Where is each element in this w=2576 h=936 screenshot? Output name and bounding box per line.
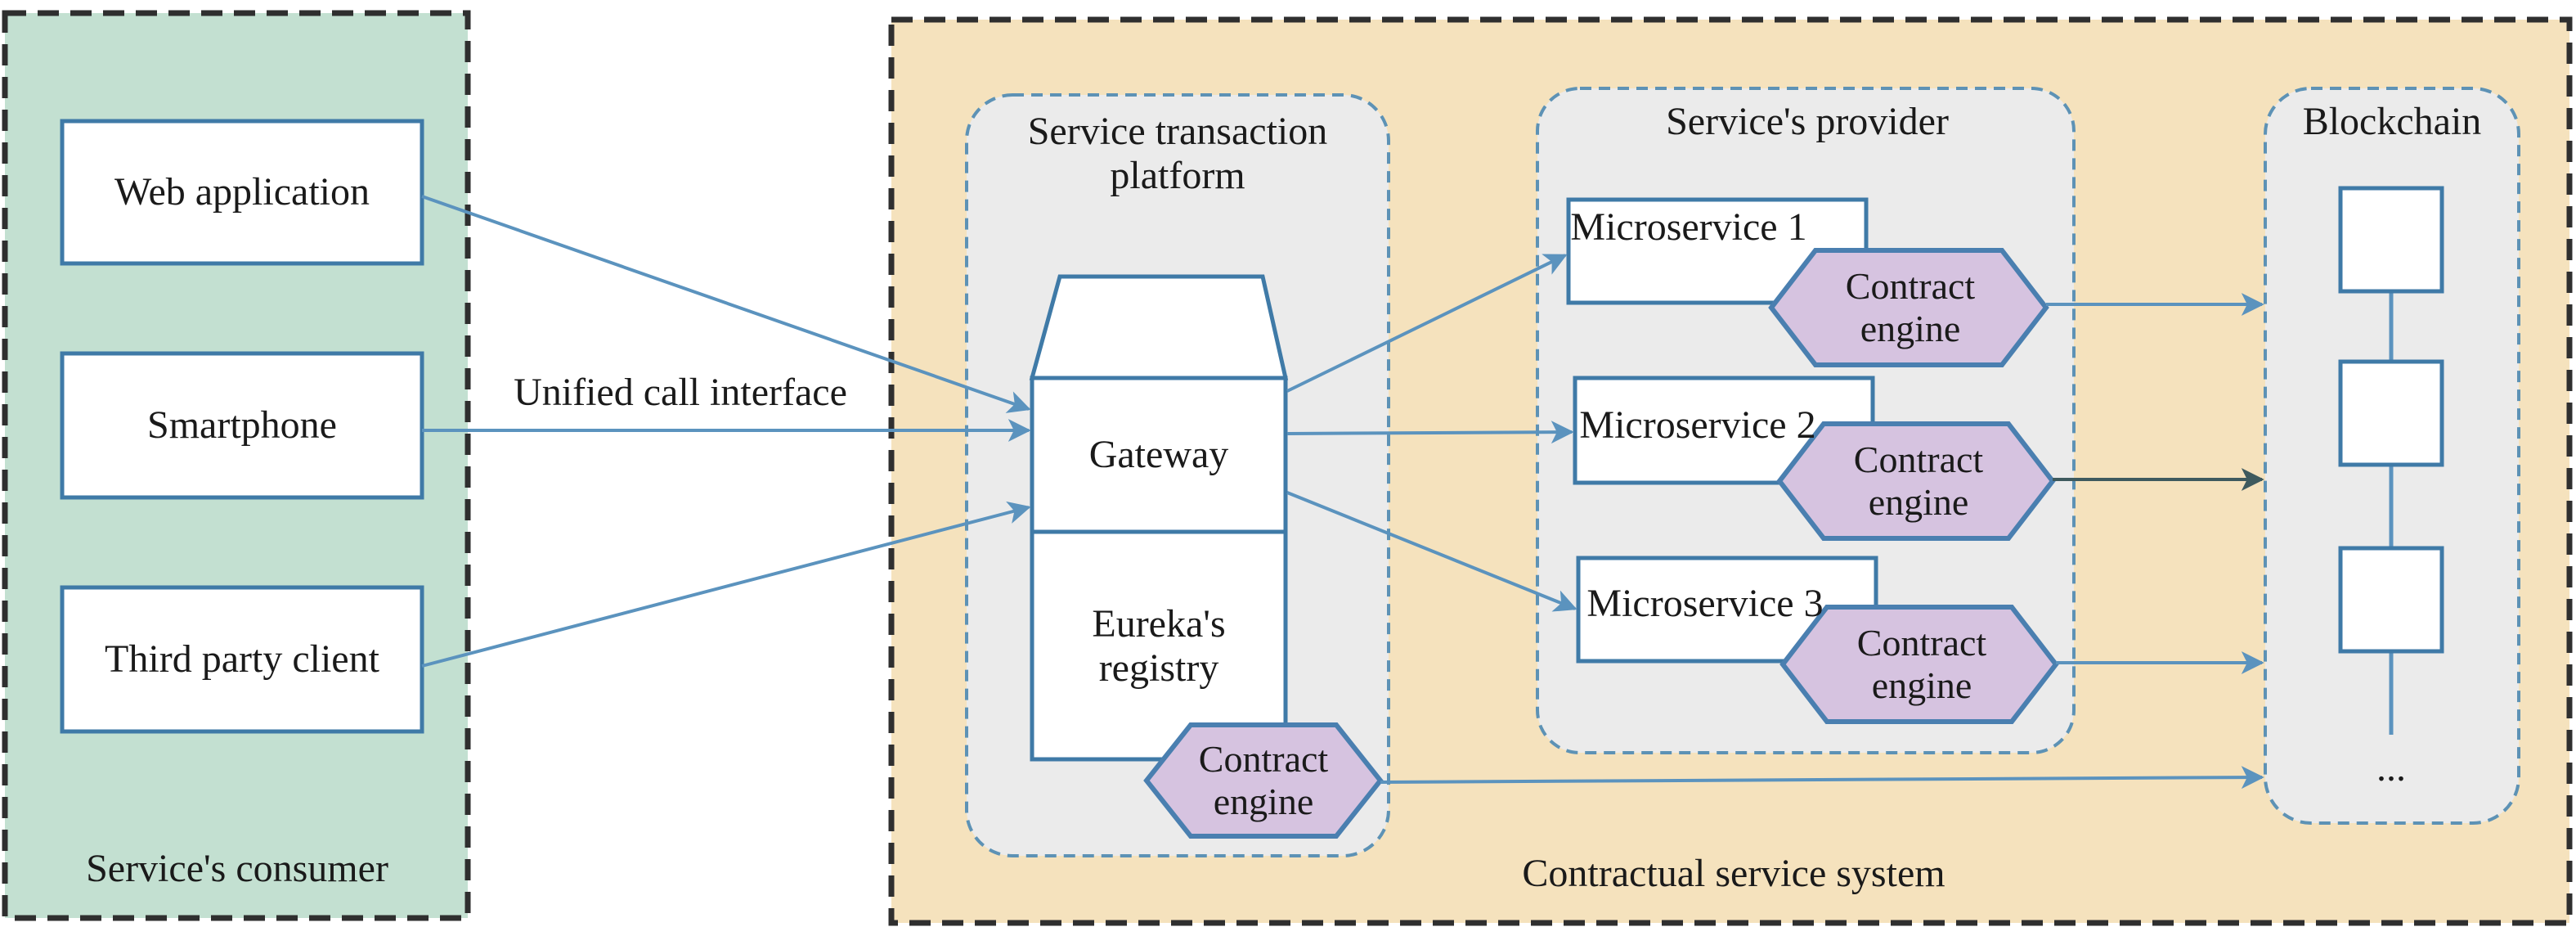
microservice-label-2: Microservice 2 — [1579, 403, 1816, 448]
blockchain-ellipsis: ... — [2376, 746, 2406, 790]
contract-engine-hex-1[interactable] — [1768, 248, 2049, 367]
contract-engine-label-1: Contract engine — [1845, 265, 1976, 349]
contract-engine-label-platform: Contract engine — [1198, 738, 1329, 822]
registry-box[interactable] — [1030, 529, 1288, 762]
unified-call-interface-label: Unified call interface — [514, 371, 847, 415]
microservice-label-1: Microservice 1 — [1570, 205, 1807, 250]
client-label-third-party: Third party client — [105, 637, 379, 682]
platform-panel-title: Service transaction platform — [1027, 110, 1328, 197]
gateway-label: Gateway — [1088, 433, 1229, 477]
client-label-smartphone: Smartphone — [147, 403, 337, 448]
block-2 — [2338, 359, 2444, 467]
contract-engine-hex-2[interactable] — [1776, 421, 2056, 541]
provider-panel-title: Service's provider — [1666, 100, 1949, 144]
arrow-third-party-to-gateway — [421, 501, 1031, 668]
blockchain-panel-title: Blockchain — [2302, 100, 2482, 144]
client-box-smartphone[interactable] — [60, 351, 424, 500]
microservice-label-3: Microservice 3 — [1586, 582, 1824, 626]
registry-label: Eureka's registry — [1092, 602, 1226, 690]
contract-engine-hex-platform[interactable] — [1143, 722, 1384, 839]
contract-engine-hex-3[interactable] — [1779, 605, 2059, 724]
consumer-region-title: Service's consumer — [86, 847, 388, 891]
gateway-box[interactable] — [1030, 376, 1288, 534]
client-box-third-party[interactable] — [60, 585, 424, 734]
gateway-roof — [1029, 274, 1289, 380]
contract-engine-label-2: Contract engine — [1853, 439, 1984, 523]
arrow-gateway-to-microservice-2 — [1286, 421, 1574, 444]
arrow-web-to-gateway — [421, 195, 1031, 413]
arrow-gateway-to-microservice-3 — [1286, 491, 1577, 612]
client-label-web: Web application — [114, 170, 370, 214]
client-box-web[interactable] — [60, 119, 424, 266]
block-1 — [2338, 186, 2444, 294]
contract-engine-label-3: Contract engine — [1856, 622, 1987, 706]
arrow-gateway-to-microservice-1 — [1286, 254, 1568, 393]
arrow-platform-engine-to-blockchain — [1380, 766, 2264, 790]
block-3 — [2338, 546, 2444, 654]
system-region-title: Contractual service system — [1522, 852, 1945, 896]
